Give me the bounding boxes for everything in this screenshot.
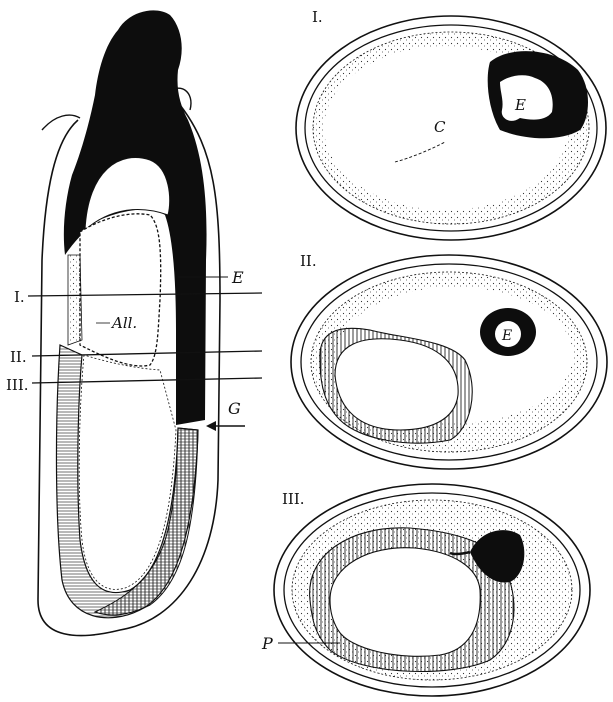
cross-section-II: II. E [291, 252, 607, 469]
label-allantois: All. [110, 314, 137, 332]
marker-II: II. [10, 348, 27, 366]
section-I-label-C: C [434, 118, 446, 136]
section-II-label-E: E [501, 328, 512, 344]
cross-section-III: III. P [261, 484, 590, 696]
section-III-numeral: III. [282, 490, 305, 508]
label-E-longitudinal: E [231, 268, 244, 287]
allantois-region [80, 214, 161, 366]
section-III-label-P: P [261, 634, 273, 653]
longitudinal-section: I. II. III. E All. G [6, 10, 262, 635]
section-I-numeral: I. [312, 8, 323, 26]
cross-section-I: I. E C [296, 8, 606, 240]
section-I-label-E: E [514, 96, 526, 114]
marker-I: I. [14, 288, 25, 306]
label-G: G [228, 399, 241, 418]
marker-III: III. [6, 376, 29, 394]
section-II-numeral: II. [300, 252, 317, 270]
